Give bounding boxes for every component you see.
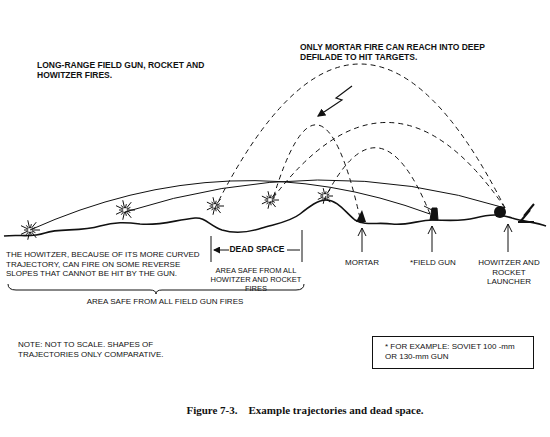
annotation-label: AREA SAFE FROM ALL HOWITZER AND ROCKET F… xyxy=(206,266,306,293)
burst-ray xyxy=(265,200,268,201)
burst-ray xyxy=(216,208,220,213)
burst-ray xyxy=(119,210,123,211)
burst-ray xyxy=(32,227,36,229)
burst-ray xyxy=(272,198,275,199)
burst-ray xyxy=(322,192,324,194)
impact-bursts xyxy=(21,188,333,240)
burst-ray xyxy=(116,211,123,214)
howitzer-trajectory xyxy=(215,64,505,208)
annotation-label: *FIELD GUN xyxy=(408,258,458,268)
annotation-label: AREA SAFE FROM ALL FIELD GUN FIRES xyxy=(80,297,250,307)
field-gun-trajectory xyxy=(125,180,505,212)
burst-ray xyxy=(21,226,28,229)
burst-ray xyxy=(123,200,125,208)
annotation-label: HOWITZER AND ROCKET LAUNCHER xyxy=(476,258,542,287)
burst-ray xyxy=(213,197,215,204)
footnote-box: * FOR EXAMPLE: SOVIET 100 -mm OR 130-mm … xyxy=(372,336,534,369)
burst-ray xyxy=(210,206,213,207)
burst-ray xyxy=(318,193,323,196)
burst-ray xyxy=(32,230,40,231)
burst-ray xyxy=(262,196,268,199)
burst-ray xyxy=(126,202,131,208)
burst-ray xyxy=(217,204,220,205)
burst-ray xyxy=(126,212,131,218)
terrain-line xyxy=(4,200,546,236)
footnote-text: * FOR EXAMPLE: SOVIET 100 -mm OR 130-mm … xyxy=(381,342,525,363)
burst-ray xyxy=(116,206,123,209)
pointer-arrow xyxy=(428,226,436,252)
burst-ray xyxy=(212,202,214,205)
burst-ray xyxy=(24,230,28,231)
burst-ray xyxy=(127,207,131,209)
burst-ray xyxy=(26,225,28,228)
annotation-label: DEAD SPACE xyxy=(228,244,286,254)
burst-ray xyxy=(270,202,272,205)
burst-ray xyxy=(327,194,330,195)
annotation-label: NOTE: NOT TO SCALE. SHAPES OF TRAJECTORI… xyxy=(18,340,208,359)
burst-ray xyxy=(31,232,36,238)
burst-ray xyxy=(217,206,224,207)
annotation-label: ONLY MORTAR FIRE CAN REACH INTO DEEP DEF… xyxy=(300,42,500,62)
pointer-arrow xyxy=(504,224,512,252)
burst-ray xyxy=(268,191,270,198)
rocket-launcher-symbol xyxy=(518,204,534,222)
burst-ray xyxy=(323,188,324,194)
burst-ray xyxy=(325,198,327,201)
leader-line xyxy=(318,86,352,116)
annotation-label: LONG-RANGE FIELD GUN, ROCKET AND HOWITZE… xyxy=(37,60,217,80)
rocket-trajectory xyxy=(270,122,505,208)
burst-ray xyxy=(326,190,330,195)
dimension-tick xyxy=(211,230,302,262)
burst-ray xyxy=(271,193,275,198)
field-gun-symbol xyxy=(424,206,438,220)
mortar-symbol xyxy=(356,210,366,222)
burst-ray xyxy=(322,198,324,200)
burst-ray xyxy=(31,222,36,228)
burst-ray xyxy=(28,220,30,228)
burst-ray xyxy=(125,212,127,216)
burst-ray xyxy=(30,232,32,236)
burst-ray xyxy=(127,210,135,211)
field-gun-trajectory xyxy=(30,181,430,230)
burst-ray xyxy=(207,202,213,205)
pointer-arrow xyxy=(358,228,366,252)
figure-caption: Figure 7-3. Example trajectories and dea… xyxy=(186,404,423,416)
burst-ray xyxy=(267,196,269,199)
burst-ray xyxy=(207,207,213,210)
burst-ray xyxy=(272,200,279,201)
mortar-trajectory xyxy=(272,125,360,218)
burst-ray xyxy=(326,198,330,203)
burst-ray xyxy=(323,198,324,204)
burst-ray xyxy=(21,231,28,234)
gun-trajectory xyxy=(325,148,430,214)
burst-ray xyxy=(262,201,268,204)
burst-ray xyxy=(318,197,323,200)
burst-ray xyxy=(215,208,217,211)
burst-ray xyxy=(327,196,333,197)
burst-ray xyxy=(327,197,330,198)
howitzer-symbol xyxy=(494,206,506,218)
burst-ray xyxy=(320,196,323,197)
annotation-label: THE HOWITZER, BECAUSE OF ITS MORE CURVED… xyxy=(6,250,206,279)
annotation-label: MORTAR xyxy=(340,258,384,268)
burst-ray xyxy=(271,202,275,207)
burst-ray xyxy=(216,199,220,204)
burst-ray xyxy=(121,205,123,208)
